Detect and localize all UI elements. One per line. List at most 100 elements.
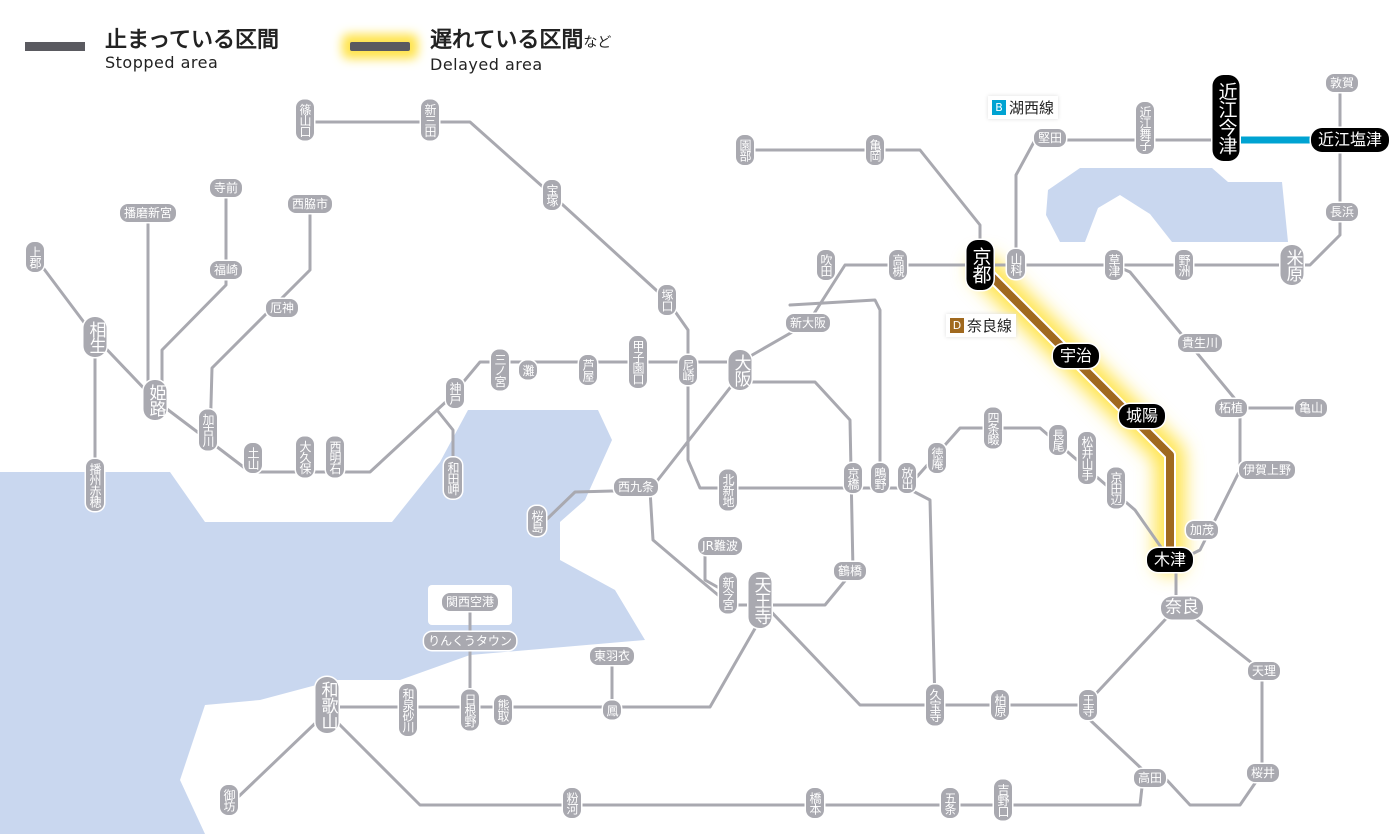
station-篠山口[interactable]: 篠山口 (296, 99, 314, 141)
station-西明石[interactable]: 西明石 (326, 436, 344, 478)
station-五条[interactable]: 五条 (941, 788, 959, 818)
legend-delayed-en: Delayed area (430, 55, 543, 74)
station-王寺[interactable]: 王寺 (1079, 690, 1097, 720)
station-亀山[interactable]: 亀山 (1294, 399, 1328, 417)
station-松井山手[interactable]: 松井山手 (1078, 432, 1096, 484)
stopped-line-swatch (25, 42, 85, 51)
station-天王寺[interactable]: 天王寺 (748, 572, 772, 628)
station-吹田[interactable]: 吹田 (817, 250, 835, 280)
station-厄神[interactable]: 厄神 (265, 299, 299, 317)
station-上郡[interactable]: 上郡 (26, 242, 44, 272)
rail-line (160, 186, 228, 392)
station-新三田[interactable]: 新三田 (421, 99, 439, 141)
rail-line (1014, 138, 1228, 267)
station-東羽衣[interactable]: 東羽衣 (589, 647, 635, 665)
station-近江今津[interactable]: 近江今津 (1212, 75, 1240, 161)
station-鶴橋[interactable]: 鶴橋 (833, 562, 867, 580)
station-土山[interactable]: 土山 (244, 443, 262, 473)
station-播磨新宮[interactable]: 播磨新宮 (119, 204, 177, 222)
station-宇治[interactable]: 宇治 (1052, 344, 1100, 368)
station-新大阪[interactable]: 新大阪 (785, 314, 831, 332)
line-name: 奈良線 (967, 317, 1013, 335)
station-加茂[interactable]: 加茂 (1185, 521, 1219, 539)
station-京都[interactable]: 京都 (966, 240, 994, 290)
station-長浜[interactable]: 長浜 (1325, 203, 1359, 221)
station-芦屋[interactable]: 芦屋 (579, 355, 597, 385)
station-播州赤穂[interactable]: 播州赤穂 (86, 459, 104, 511)
station-桜井[interactable]: 桜井 (1246, 764, 1280, 782)
station-粉河[interactable]: 粉河 (563, 788, 581, 818)
station-京橋[interactable]: 京橋 (844, 463, 862, 493)
station-柘植[interactable]: 柘植 (1214, 399, 1248, 417)
station-和歌山[interactable]: 和歌山 (315, 677, 339, 733)
rail-line (1112, 263, 1242, 562)
station-久宝寺[interactable]: 久宝寺 (926, 684, 944, 726)
station-高槻[interactable]: 高槻 (889, 250, 907, 280)
station-北新地[interactable]: 北新地 (719, 469, 737, 511)
station-近江塩津[interactable]: 近江塩津 (1310, 128, 1390, 152)
station-姫路[interactable]: 姫路 (143, 380, 167, 420)
station-天理[interactable]: 天理 (1247, 662, 1281, 680)
station-放出[interactable]: 放出 (898, 463, 916, 493)
rail-line (1163, 606, 1264, 807)
station-加古川[interactable]: 加古川 (199, 409, 217, 451)
line-label-kosei[interactable]: B 湖西線 (988, 96, 1059, 119)
station-熊取[interactable]: 熊取 (494, 695, 512, 725)
station-相生[interactable]: 相生 (83, 317, 107, 357)
station-堅田[interactable]: 堅田 (1033, 129, 1067, 147)
station-敦賀[interactable]: 敦賀 (1325, 74, 1359, 92)
station-西脇市[interactable]: 西脇市 (287, 195, 333, 213)
station-JR難波[interactable]: JR難波 (698, 537, 742, 555)
station-関西空港[interactable]: 関西空港 (441, 593, 499, 611)
legend-delayed-suffix: など (583, 35, 612, 51)
lake-biwa (1046, 168, 1288, 242)
station-米原[interactable]: 米原 (1280, 245, 1304, 285)
station-京田辺[interactable]: 京田辺 (1107, 467, 1125, 509)
station-新今宮[interactable]: 新今宮 (719, 572, 737, 614)
station-山科[interactable]: 山科 (1007, 249, 1025, 279)
station-宝塚[interactable]: 宝塚 (543, 180, 561, 210)
station-大阪[interactable]: 大阪 (728, 350, 752, 390)
station-鳳[interactable]: 鳳 (603, 700, 621, 720)
station-寺前[interactable]: 寺前 (209, 179, 243, 197)
nara-line-delayed (981, 266, 1174, 564)
station-四条畷[interactable]: 四条畷 (984, 407, 1002, 449)
station-城陽[interactable]: 城陽 (1118, 404, 1166, 428)
station-吉野口[interactable]: 吉野口 (994, 779, 1012, 821)
station-りんくうタウン[interactable]: りんくうタウン (424, 632, 516, 650)
station-近江舞子[interactable]: 近江舞子 (1136, 102, 1154, 154)
station-福崎[interactable]: 福崎 (209, 261, 243, 279)
station-奈良[interactable]: 奈良 (1161, 596, 1203, 620)
station-園部[interactable]: 園部 (736, 135, 754, 165)
station-日根野[interactable]: 日根野 (461, 689, 479, 731)
station-御坊[interactable]: 御坊 (220, 785, 238, 815)
station-鴫野[interactable]: 鴫野 (871, 463, 889, 493)
station-塚口[interactable]: 塚口 (658, 285, 676, 315)
station-和田岬[interactable]: 和田岬 (444, 457, 462, 499)
sea-fragment (0, 765, 20, 834)
station-柏原[interactable]: 柏原 (991, 690, 1009, 720)
station-木津[interactable]: 木津 (1146, 548, 1194, 572)
station-灘[interactable]: 灘 (519, 360, 537, 380)
station-橋本[interactable]: 橋本 (806, 788, 824, 818)
station-桜島[interactable]: 桜島 (528, 506, 546, 536)
station-長尾[interactable]: 長尾 (1049, 425, 1067, 455)
station-尼崎[interactable]: 尼崎 (679, 355, 697, 385)
station-亀岡[interactable]: 亀岡 (866, 135, 884, 165)
station-野洲[interactable]: 野洲 (1175, 250, 1193, 280)
station-神戸[interactable]: 神戸 (446, 378, 464, 408)
station-和泉砂川[interactable]: 和泉砂川 (399, 684, 417, 736)
station-伊賀上野[interactable]: 伊賀上野 (1238, 461, 1296, 479)
station-西九条[interactable]: 西九条 (613, 478, 659, 496)
station-三ノ宮[interactable]: 三ノ宮 (491, 349, 509, 391)
line-label-nara[interactable]: D 奈良線 (946, 314, 1017, 337)
station-草津[interactable]: 草津 (1105, 250, 1123, 280)
station-貴生川[interactable]: 貴生川 (1177, 334, 1223, 352)
legend-stopped-jp: 止まっている区間 (105, 28, 280, 53)
station-徳庵[interactable]: 徳庵 (928, 443, 946, 473)
rail-line (1088, 606, 1178, 702)
legend-delayed-jp: 遅れている区間など (430, 28, 611, 56)
station-高田[interactable]: 高田 (1133, 769, 1167, 787)
station-大久保[interactable]: 大久保 (296, 436, 314, 478)
station-甲子園口[interactable]: 甲子園口 (629, 336, 647, 388)
